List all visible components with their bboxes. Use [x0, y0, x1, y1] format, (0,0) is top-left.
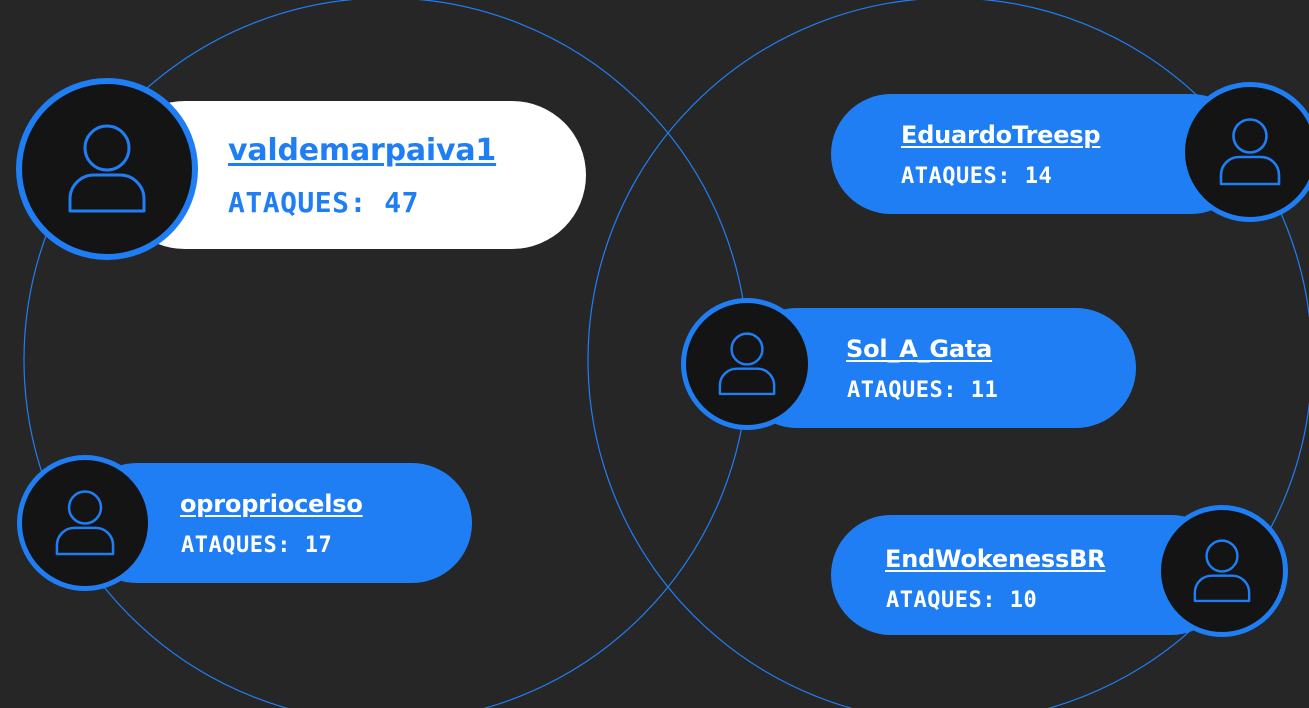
avatar [17, 455, 153, 591]
avatar [1180, 82, 1309, 222]
user-icon [55, 490, 115, 556]
profile-username[interactable]: valdemarpaiva1 [228, 133, 497, 168]
profile-attack-count: ATAQUES: 17 [181, 533, 333, 558]
profile-username[interactable]: EduardoTreesp [901, 121, 1101, 149]
profile-attack-count: ATAQUES: 10 [886, 588, 1038, 613]
user-icon [718, 332, 776, 396]
avatar [681, 298, 813, 430]
profile-attack-count: ATAQUES: 11 [847, 378, 999, 403]
ring-right [587, 0, 1309, 708]
profile-card-eduardotreesp: EduardoTreesp ATAQUES: 14 [831, 82, 1309, 222]
avatar [1156, 505, 1288, 637]
profile-card-endwokenessbr: EndWokenessBR ATAQUES: 10 [831, 505, 1291, 637]
profile-card-opropriocelso: opropriocelso ATAQUES: 17 [17, 455, 473, 591]
profile-username[interactable]: opropriocelso [180, 490, 363, 518]
profile-card-sol-a-gata: Sol_A_Gata ATAQUES: 11 [681, 298, 1137, 430]
profile-username[interactable]: EndWokenessBR [885, 545, 1106, 573]
avatar [16, 78, 198, 260]
profile-attack-count: ATAQUES: 47 [228, 186, 419, 219]
user-icon [1219, 118, 1281, 186]
profile-card-valdemarpaiva1: valdemarpaiva1 ATAQUES: 47 [16, 78, 586, 260]
user-icon [1193, 539, 1251, 603]
profile-attack-count: ATAQUES: 14 [901, 164, 1053, 189]
user-icon [68, 124, 146, 213]
profile-username[interactable]: Sol_A_Gata [846, 335, 993, 363]
